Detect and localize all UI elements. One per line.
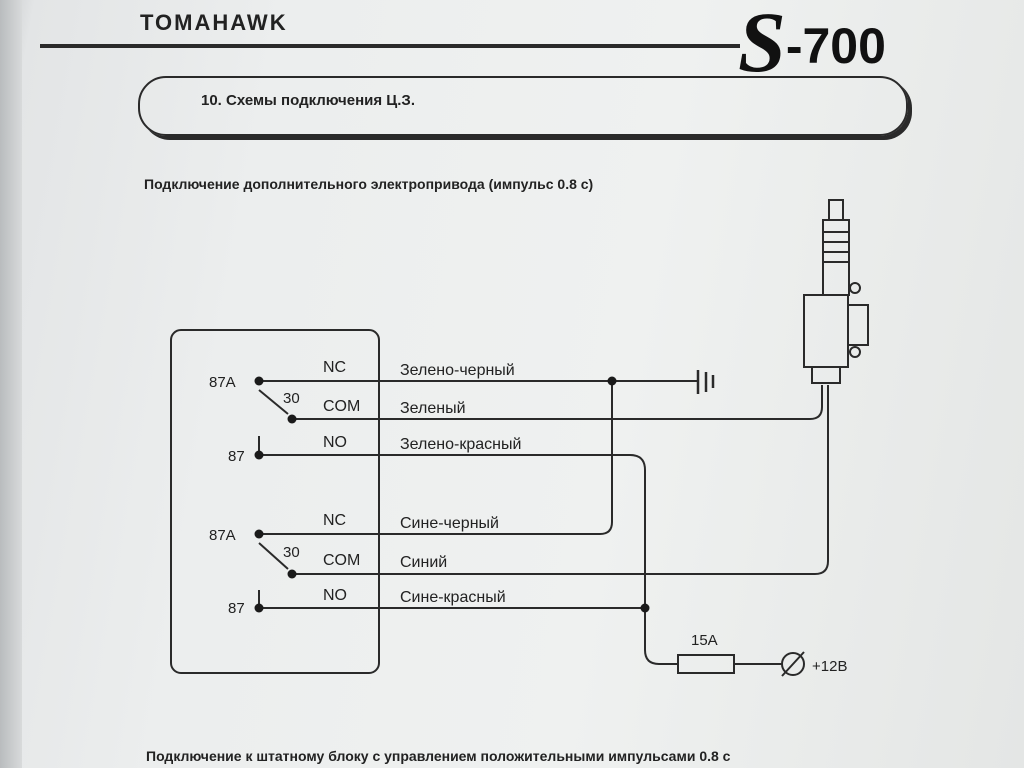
relay2-pin-87a: 87A (209, 527, 236, 544)
power-label: +12В (812, 658, 847, 675)
model-number: -700 (785, 18, 886, 74)
section-title-frame (138, 76, 908, 136)
wire-power-route (644, 608, 678, 665)
brand-name: TOMAHAWK (140, 10, 288, 35)
section-title: 10. Схемы подключения Ц.З. (201, 92, 415, 109)
relay2-no: NO (323, 587, 347, 604)
wire-blue-route (814, 385, 829, 575)
wire-green-red-route (629, 454, 646, 608)
relay1-pin-30: 30 (283, 390, 300, 407)
relay1-wire-no-label: Зелено-красный (400, 436, 521, 453)
relay2-30-dot (287, 569, 297, 579)
relay2-wire-nc-label: Сине-черный (400, 515, 499, 532)
relay1-no: NO (323, 434, 347, 451)
junction-ground (607, 376, 617, 386)
relay1-pin-87a: 87A (209, 374, 236, 391)
relay1-30-dot (287, 414, 297, 424)
relay2-87a-dot (254, 529, 264, 539)
fuse-body (677, 654, 735, 674)
power-terminal-slash (781, 651, 805, 677)
diagram-title: Подключение дополнительного электроприво… (144, 176, 594, 192)
junction-power (640, 603, 650, 613)
header-rule (40, 44, 740, 48)
relay2-wire-no-label: Сине-красный (400, 589, 506, 606)
model-letter: S (738, 0, 786, 90)
relay1-pin-87: 87 (228, 448, 245, 465)
relay1-wire-nc-label: Зелено-черный (400, 362, 515, 379)
relay1-com: COM (323, 398, 360, 415)
relay2-nc: NC (323, 512, 346, 529)
relay2-87-dot (254, 603, 264, 613)
relay2-pin-87: 87 (228, 600, 245, 617)
alarm-module-box (170, 329, 380, 674)
relay1-nc: NC (323, 359, 346, 376)
relay2-switch-arm (258, 542, 289, 570)
relay1-switch-arm (258, 389, 289, 415)
model-logo: S-700 (738, 0, 886, 92)
actuator-icon (803, 199, 869, 384)
wire-green-route (809, 385, 823, 420)
next-section-title: Подключение к штатному блоку с управлени… (146, 748, 731, 764)
relay2-com: COM (323, 552, 360, 569)
power-terminal (781, 652, 805, 676)
fuse-label: 15A (691, 632, 718, 649)
relay2-pin-30: 30 (283, 544, 300, 561)
wire-blue-black-route (599, 381, 613, 535)
relay2-wire-com-label: Синий (400, 554, 447, 571)
relay1-87a-dot (254, 376, 264, 386)
relay1-wire-com-label: Зеленый (400, 400, 466, 417)
relay1-87-dot (254, 450, 264, 460)
page-fold-shadow (0, 0, 22, 768)
